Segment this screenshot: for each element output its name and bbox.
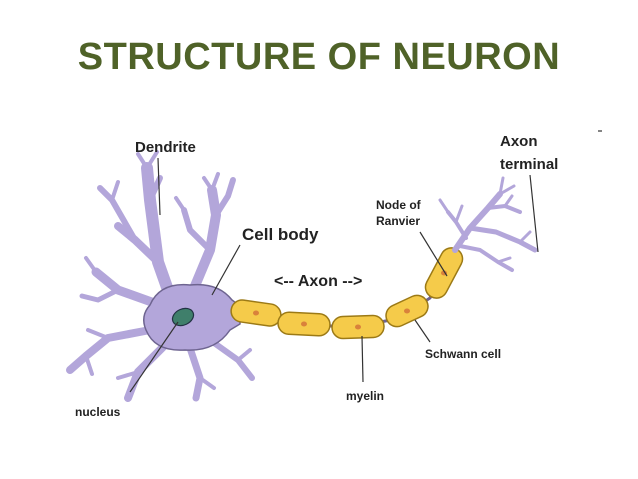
node-of-ranvier-label-line2: Ranvier [376,214,420,228]
dendrites [66,150,255,402]
nucleus-shape [171,307,195,327]
dendrite-label: Dendrite [135,139,196,156]
myelin-sheath [230,247,464,340]
axon-terminal-label-line1: Axon [500,133,538,150]
schwann-segment [277,311,331,337]
axon-terminal-branches [438,176,538,272]
schwann-segment [424,247,464,299]
schwann-cell-label: Schwann cell [425,347,501,361]
nucleus-label: nucleus [75,405,121,419]
node-of-ranvier-label-line1: Node of [376,198,422,212]
myelin-label: myelin [346,389,384,403]
axon-label: <-- Axon --> [274,273,362,290]
leader-lines [129,130,602,393]
schwann-segment [331,314,385,340]
schwann-segment [385,294,429,328]
axon-terminal-label-line2: terminal [500,156,558,173]
cell-body-label: Cell body [242,225,319,244]
page-title: STRUCTURE OF NEURON [77,36,561,78]
